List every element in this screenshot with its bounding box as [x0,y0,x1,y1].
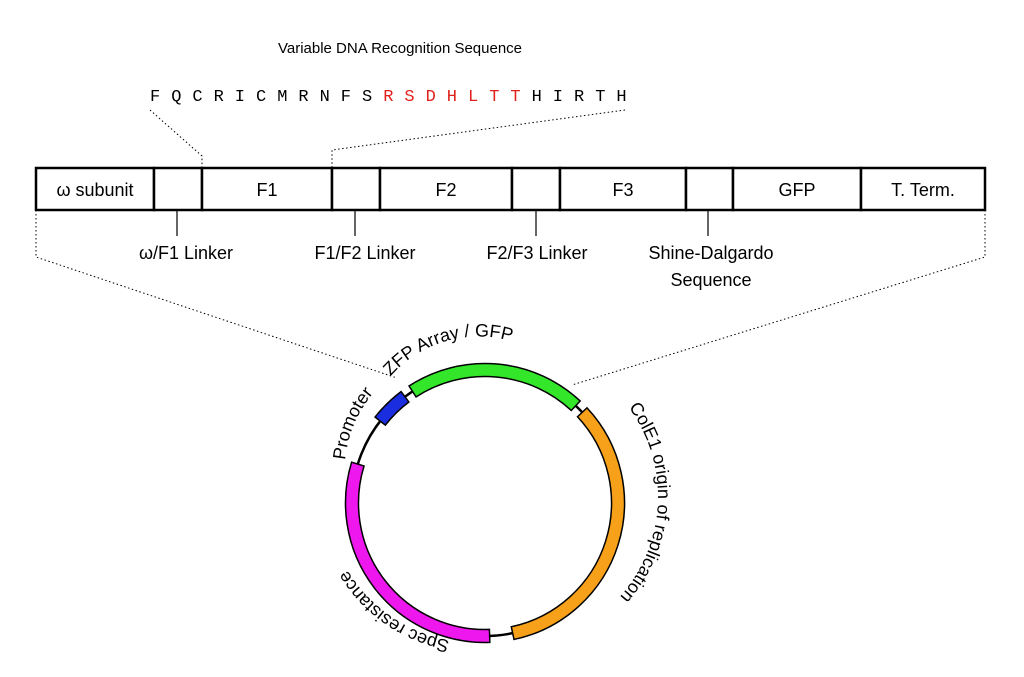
segment-label-f1: F1 [256,180,277,200]
sequence-letter: R [298,88,308,107]
sequence-letter-highlighted: H [447,88,457,107]
segment-label-f3: F3 [612,180,633,200]
sequence-letter: M [277,88,287,107]
segment-label-omega: ω subunit [56,180,133,200]
promoter-label: Promoter [329,383,376,461]
sequence-zoom-lines [149,109,626,168]
segment-label-term: T. Term. [891,180,955,200]
segment-linker3 [510,166,562,212]
segment-linker2 [330,166,382,212]
sequence-letter: H [616,88,626,107]
sequence-letter: H [532,88,542,107]
fusion-construct-bar: ω subunit F1 F2 F3 GFP T. Term. [34,166,987,212]
plasmid-map: ZFP Array / GFP ColE1 origin of replicat… [329,320,674,656]
cole1-origin-arc [510,406,626,641]
segment-linker1 [152,166,204,212]
sequence-letter-highlighted: R [383,88,393,107]
segment-label-gfp: GFP [778,180,815,200]
sequence-letter: R [214,88,224,107]
sequence-letter: C [192,88,202,107]
construct-callouts: ω/F1 Linker F1/F2 Linker F2/F3 Linker Shine… [139,210,774,290]
segment-sd [684,166,735,212]
segment-label-f2: F2 [435,180,456,200]
spec-resistance-label: Spec resistance [334,568,451,657]
promoter-arc [374,390,410,427]
sequence-letter-highlighted: T [510,88,520,107]
sequence-letter-highlighted: T [489,88,499,107]
sequence-letter: F [150,88,160,107]
sequence-letter: S [362,88,372,107]
sequence-letter: F [341,88,351,107]
segment-omega [34,166,156,212]
callout-label-w-f1-linker: ω/F1 Linker [139,243,233,263]
segment-f1 [200,166,334,212]
sequence-letter: I [553,88,563,107]
sequence-letter: N [320,88,330,107]
sequence-letter: I [235,88,245,107]
sequence-letter: R [574,88,584,107]
zfp-gfp-arc [407,362,582,412]
segment-gfp [731,166,863,212]
sequence-letter-highlighted: L [468,88,478,107]
spec-resistance-arc [344,461,491,644]
callout-label-f1-f2-linker: F1/F2 Linker [314,243,415,263]
callout-label-shine-dalgardo: Sequence [670,270,751,290]
sequence-letter-highlighted: D [426,88,436,107]
sequence-letter-highlighted: S [404,88,414,107]
callout-label-f2-f3-linker: F2/F3 Linker [486,243,587,263]
segment-f2 [378,166,514,212]
sequence-letter: T [595,88,605,107]
callout-label-shine-dalgardo: Shine-Dalgardo [648,243,773,263]
segment-term [859,166,987,212]
sequence-letter: Q [171,88,181,107]
plasmid-zoom-lines [35,210,986,386]
sequence-letter: C [256,88,266,107]
diagram-title: Variable DNA Recognition Sequence [278,40,522,57]
